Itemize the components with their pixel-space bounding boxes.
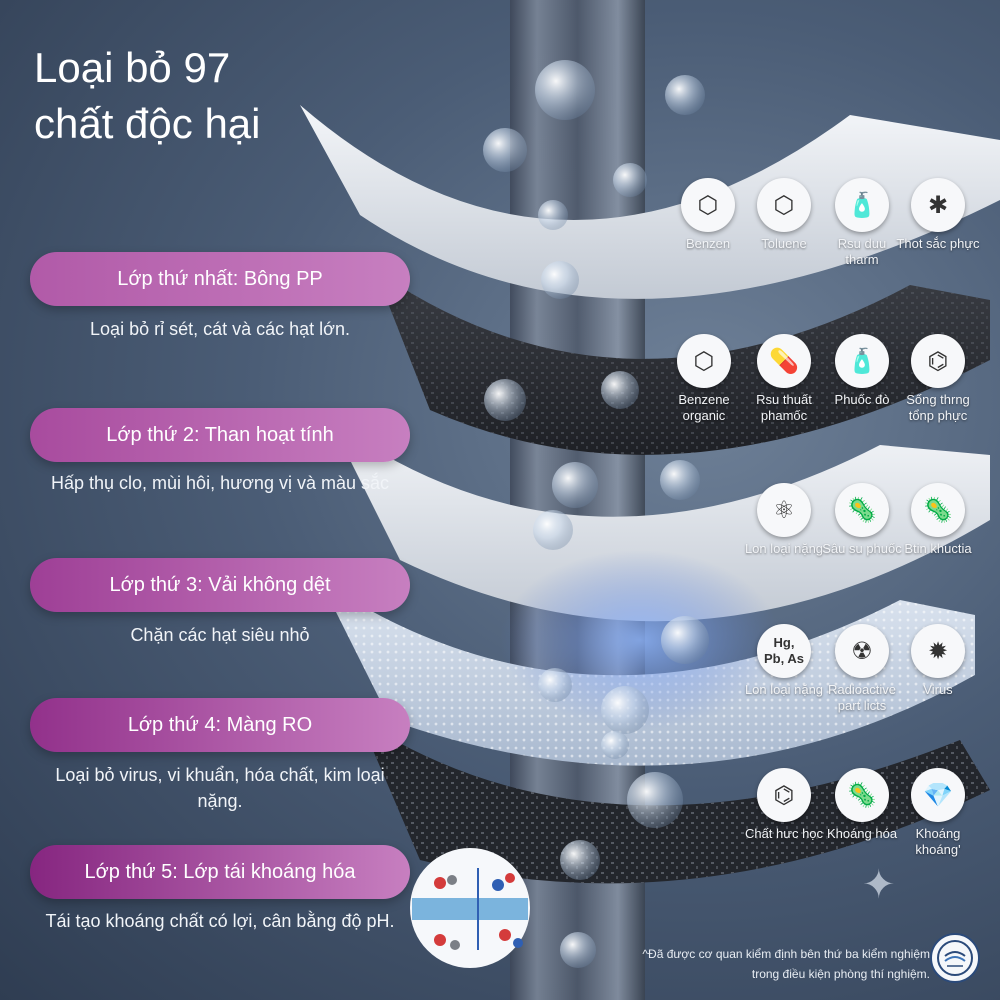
crystal-icon: 💎 <box>911 768 965 822</box>
pills-icon: 💊 <box>757 334 811 388</box>
benzene-ring-icon: ⬡ <box>681 178 735 232</box>
contaminant-item: 🧴 Phuốc đò <box>820 334 904 408</box>
contaminant-label: Lon loại nặng <box>744 682 824 697</box>
contaminant-item: ⚛ Lon loại nặng <box>742 483 826 557</box>
contaminant-item: ✹ Virus <box>896 624 980 698</box>
layer-4-description: Loại bỏ virus, vi khuẩn, hóa chất, kim l… <box>55 765 385 811</box>
contaminant-label: Thot sắc phực <box>896 236 980 251</box>
layer-2-pill: Lớp thứ 2: Than hoạt tính <box>30 408 410 462</box>
benzene-organic-icon: ⬡ <box>677 334 731 388</box>
contaminant-label: Rsu duu tharm <box>837 236 887 267</box>
radioactive-icon: ☢ <box>835 624 889 678</box>
contaminant-item: ⌬ Chất hưc học <box>742 768 826 842</box>
certification-seal-icon <box>930 933 980 983</box>
contaminant-label: Sâu su phuốc <box>822 541 902 556</box>
layer-3-description: Chặn các hạt siêu nhỏ <box>130 625 310 645</box>
contaminant-label: Khoáng khoáng' <box>915 826 961 857</box>
contaminant-label: Chất hưc học <box>744 826 824 841</box>
virus-icon: ✹ <box>911 624 965 678</box>
contaminant-label: Sống thrng tổnp phực <box>906 392 970 423</box>
chemical-structure-icon: ⌬ <box>757 768 811 822</box>
toluene-icon: ⬡ <box>757 178 811 232</box>
bacteria-icon: 🦠 <box>835 483 889 537</box>
contaminant-label: Btin khuctia <box>904 541 972 556</box>
layer-3-pill: Lớp thứ 3: Vải không dệt <box>30 558 410 612</box>
mineral-bacteria-icon: 🦠 <box>835 768 889 822</box>
contaminant-item: 🦠 Sâu su phuốc <box>820 483 904 557</box>
molecule-network-icon: ✱ <box>911 178 965 232</box>
bacillus-icon: 🦠 <box>911 483 965 537</box>
contaminant-item: 🦠 Btin khuctia <box>896 483 980 557</box>
contaminant-label: Rsu thuất phamốc <box>756 392 812 423</box>
layer-4-pill: Lớp thứ 4: Màng RO <box>30 698 410 752</box>
contaminant-item: ⌬ Sống thrng tổnp phực <box>896 334 980 424</box>
perfume-bottle-icon: 🧴 <box>835 178 889 232</box>
footnote: ^Đã được cơ quan kiểm định bên thứ ba ki… <box>642 947 930 981</box>
layer-1-description: Loại bỏ rỉ sét, cát và các hạt lớn. <box>90 319 350 339</box>
contaminant-label: Radioactive part licts <box>828 682 896 713</box>
spray-bottle-icon: 🧴 <box>835 334 889 388</box>
contaminant-item: Hg,Pb, As Lon loại nặng <box>742 624 826 698</box>
contaminant-label: Benzene organic <box>678 392 730 423</box>
contaminant-label: Benzen <box>685 236 731 251</box>
contaminant-label: Phuốc đò <box>834 392 890 407</box>
molecule-icon: ⚛ <box>757 483 811 537</box>
heavy-metals-icon: Hg,Pb, As <box>757 624 811 678</box>
layer-5-pill: Lớp thứ 5: Lớp tái khoáng hóa <box>30 845 410 899</box>
layer-2-description: Hấp thụ clo, mùi hôi, hương vị và màu sắ… <box>50 473 389 493</box>
contaminant-item: ☢ Radioactive part licts <box>820 624 904 714</box>
sparkle-icon: ✦ <box>862 863 896 907</box>
contaminant-item: ✱ Thot sắc phực <box>896 178 980 252</box>
contaminant-label: Virus <box>923 682 953 697</box>
contaminant-item: 🦠 Khoáng hóa <box>820 768 904 842</box>
contaminant-label: Toluene <box>761 236 807 251</box>
page-title: Loại bỏ 97 chất độc hại <box>34 44 261 147</box>
contaminant-item: 🧴 Rsu duu tharm <box>820 178 904 268</box>
contaminant-item: ⬡ Benzene organic <box>662 334 746 424</box>
contaminant-item: ⬡ Benzen <box>666 178 750 252</box>
layer-1-pill: Lớp thứ nhất: Bông PP <box>30 252 410 306</box>
contaminant-label: Khoáng hóa <box>826 826 898 841</box>
membrane-molecule-illustration <box>410 848 530 968</box>
contaminant-item: ⬡ Toluene <box>742 178 826 252</box>
contaminant-item: 💊 Rsu thuất phamốc <box>742 334 826 424</box>
contaminant-label: Lon loại nặng <box>744 541 824 556</box>
layer-5-description: Tái tạo khoáng chất có lợi, cân bằng độ … <box>45 911 395 931</box>
compound-structure-icon: ⌬ <box>911 334 965 388</box>
contaminant-item: 💎 Khoáng khoáng' <box>896 768 980 858</box>
water-droplets <box>483 60 709 968</box>
